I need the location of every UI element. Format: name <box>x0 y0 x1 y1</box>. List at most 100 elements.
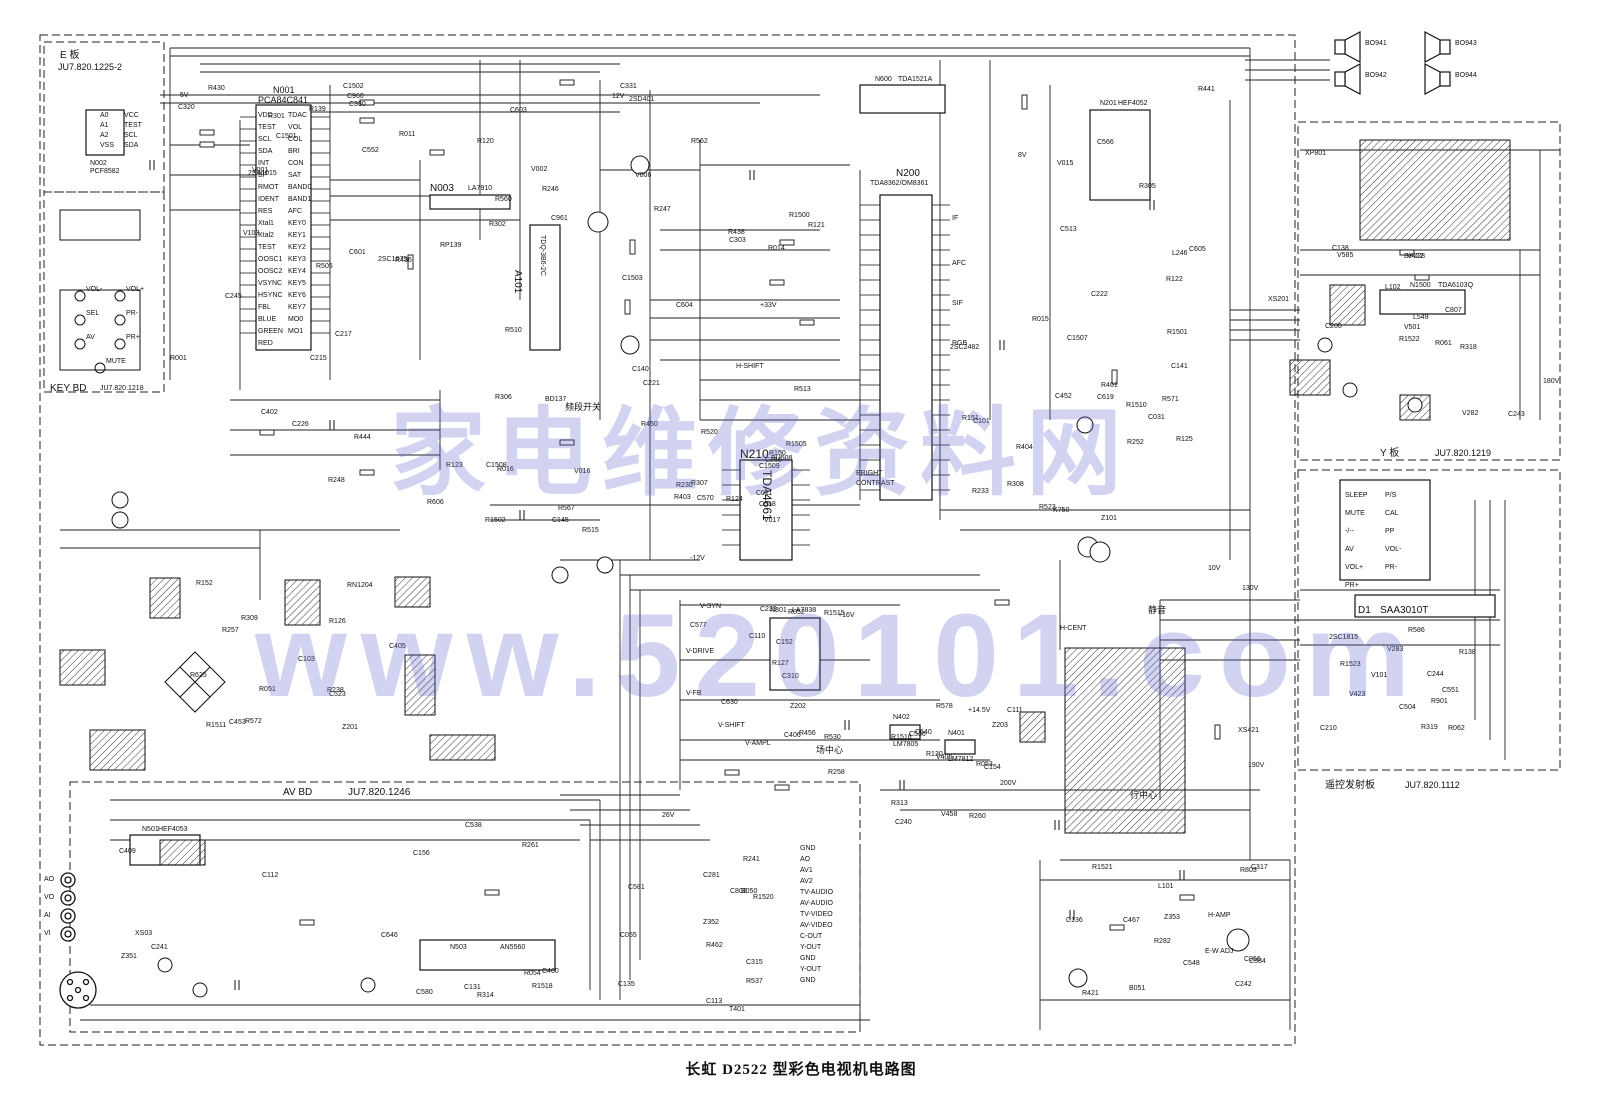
component-designator: R505 <box>316 263 333 270</box>
component-designator: R1518 <box>532 983 553 990</box>
voltage-label: 180V <box>1543 378 1560 385</box>
component-designator: R403 <box>674 494 691 501</box>
ic-label: N401 <box>948 730 965 737</box>
e-board-title: E 板 <box>60 50 80 61</box>
component-designator: Z351 <box>121 953 137 960</box>
ic-n200 <box>879 194 933 501</box>
ic-label: SAA3010T <box>1380 605 1429 616</box>
component-designator: R306 <box>495 394 512 401</box>
component-designator: C467 <box>1123 917 1140 924</box>
signal-label: IF <box>952 215 959 222</box>
ic-label: LA7910 <box>468 185 493 192</box>
component-designator: R450 <box>641 421 658 428</box>
ic-label: HEF4053 <box>158 826 188 833</box>
component-designator: C538 <box>465 822 482 829</box>
component-designator: V585 <box>1337 252 1354 259</box>
component-designator: C135 <box>618 981 635 988</box>
component-designator: C570 <box>697 495 714 502</box>
voltage-label: -12V <box>690 555 705 562</box>
component-designator: R515 <box>582 527 599 534</box>
component-designator: C217 <box>335 331 352 338</box>
speaker-label: BO941 <box>1365 40 1387 47</box>
component-designator: C551 <box>1442 687 1459 694</box>
component-designator: C210 <box>1320 725 1337 732</box>
component-designator: L549 <box>1413 314 1429 321</box>
component-designator: V002 <box>531 166 548 173</box>
component-designator: R1502 <box>485 517 506 524</box>
component-designator: C504 <box>1399 704 1416 711</box>
diagram-caption: 长虹 D2522 型彩色电视机电路图 <box>685 1062 917 1078</box>
component-designator: C331 <box>620 83 637 90</box>
component-designator: R578 <box>936 703 953 710</box>
ic-n401 <box>944 739 976 755</box>
key-label: PR+ <box>126 334 140 341</box>
component-designator: C577 <box>690 622 707 629</box>
component-designator: C243 <box>1508 411 1525 418</box>
y-board-title: Y 板 <box>1380 448 1400 459</box>
ic-label: D1 <box>1358 605 1371 616</box>
component-designator: C154 <box>984 764 1001 771</box>
ic-n210 <box>739 459 793 561</box>
component-designator: R510 <box>505 327 522 334</box>
signal-label: V-FB <box>686 690 702 697</box>
ic-label: N201 <box>1100 100 1117 107</box>
av-jack-label: AI <box>44 912 51 919</box>
component-designator: V422 <box>1407 253 1424 260</box>
component-designator: L102 <box>1385 284 1401 291</box>
signal-label: SIF <box>952 300 963 307</box>
component-designator: C136 <box>1066 917 1083 924</box>
av-board-title: AV BD <box>283 787 313 798</box>
e-board-code: JU7.820.1225-2 <box>58 62 123 72</box>
ic-label: N002 <box>90 160 107 167</box>
ic-n301 <box>769 617 821 691</box>
flyback-area <box>1064 647 1186 834</box>
key-switches <box>59 209 141 374</box>
component-designator: R247 <box>654 206 671 213</box>
component-designator: R436 <box>395 257 412 264</box>
hcenter-label: 行中心 <box>1130 790 1158 800</box>
component-designator: C807 <box>1445 307 1462 314</box>
ic-label: PCF8582 <box>90 168 120 175</box>
component-designator: L246 <box>1172 250 1188 257</box>
n002-pins-right: VCC TEST SCL SDA <box>124 112 142 149</box>
component-designator: R572 <box>245 718 262 725</box>
component-designator: C961 <box>551 215 568 222</box>
component-designator: C222 <box>1091 291 1108 298</box>
ic-n003 <box>429 194 511 210</box>
component-designator: R1511 <box>206 722 227 729</box>
ic-label: N1500 <box>1410 282 1431 289</box>
component-designator: R456 <box>799 730 816 737</box>
component-designator: R562 <box>691 138 708 145</box>
component-designator: C409 <box>119 848 136 855</box>
component-designator: R404 <box>1016 444 1033 451</box>
component-designator: R1521 <box>1092 864 1113 871</box>
signal-label: V-DRIVE <box>686 648 715 655</box>
component-designator: Z202 <box>790 703 806 710</box>
component-designator: R1523 <box>1340 661 1361 668</box>
signal-label: V-SYN <box>700 603 722 610</box>
component-designator: R441 <box>1198 86 1215 93</box>
component-designator: C605 <box>1189 246 1206 253</box>
component-designator: R537 <box>746 978 763 985</box>
ic-n002 <box>85 109 125 156</box>
component-designator: 2SC1675 <box>378 256 408 263</box>
key-label: MUTE <box>106 358 126 365</box>
ic-a101 <box>529 224 561 351</box>
ic-n402 <box>889 724 921 740</box>
component-designator: C1503 <box>622 275 643 282</box>
component-designator: C630 <box>721 699 738 706</box>
ic-label: PCA84C841 <box>258 95 309 105</box>
key-board-code: JU7.820.1218 <box>100 385 144 392</box>
component-designator: Z352 <box>703 919 719 926</box>
component-designator: C1508 <box>486 462 507 469</box>
component-designator: C113 <box>706 998 723 1005</box>
component-designator: R1516 <box>891 734 912 741</box>
ic-label: N003 <box>430 183 454 194</box>
n001-right-pins: TDAC VOL COL BRI CON SAT BAND0 BAND1 AFC… <box>288 112 312 335</box>
y-board-hatch-4 <box>1329 284 1366 326</box>
component-designator: C226 <box>292 421 309 428</box>
signal-label: BRIGHT <box>856 470 883 477</box>
av-jack-label: VO <box>44 894 55 901</box>
component-designator: R1522 <box>1399 336 1420 343</box>
